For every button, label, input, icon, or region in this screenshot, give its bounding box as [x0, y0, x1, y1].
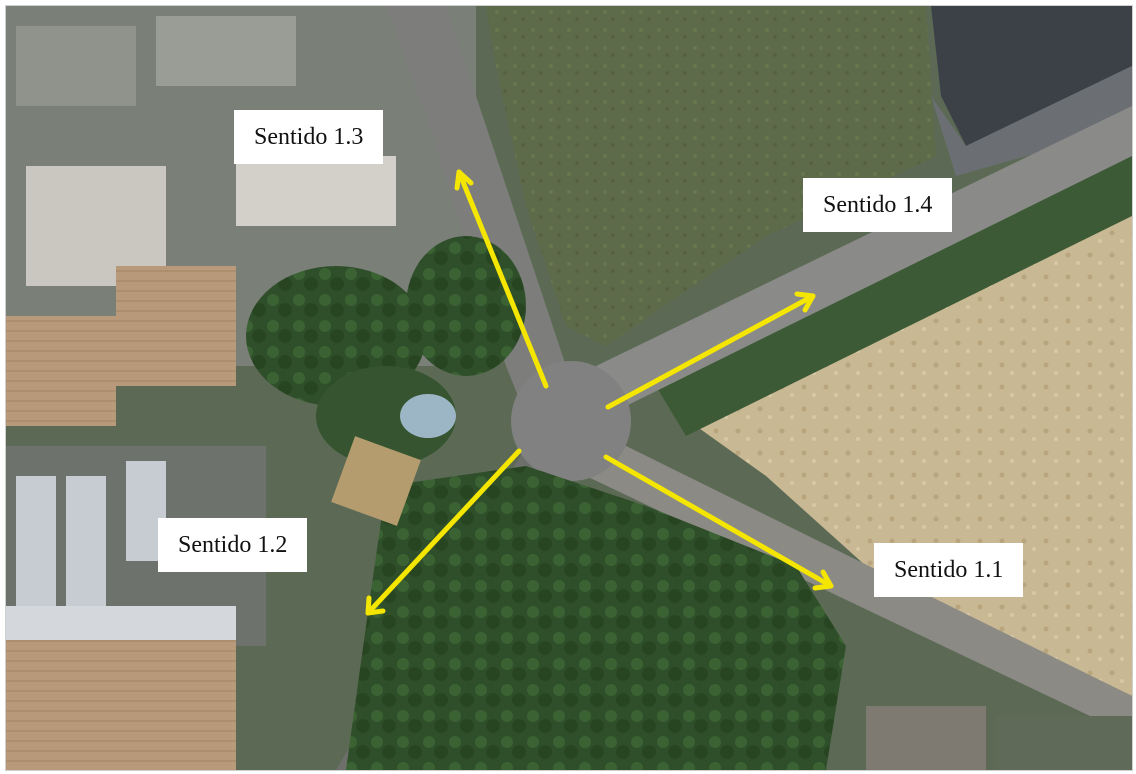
aerial-imagery	[6, 6, 1132, 770]
arrow-sentido-1-4	[605, 291, 816, 410]
direction-arrows	[365, 169, 834, 616]
aerial-map: Sentido 1.3 Sentido 1.4 Sentido 1.2 Sent…	[5, 5, 1133, 771]
label-sentido-1-4: Sentido 1.4	[803, 178, 953, 232]
arrow-sentido-1-3	[454, 169, 549, 389]
label-sentido-1-2: Sentido 1.2	[158, 518, 308, 572]
label-sentido-1-3: Sentido 1.3	[234, 110, 384, 164]
arrow-sentido-1-1	[603, 454, 834, 591]
arrow-sentido-1-2	[365, 448, 522, 616]
label-sentido-1-1: Sentido 1.1	[874, 543, 1024, 597]
